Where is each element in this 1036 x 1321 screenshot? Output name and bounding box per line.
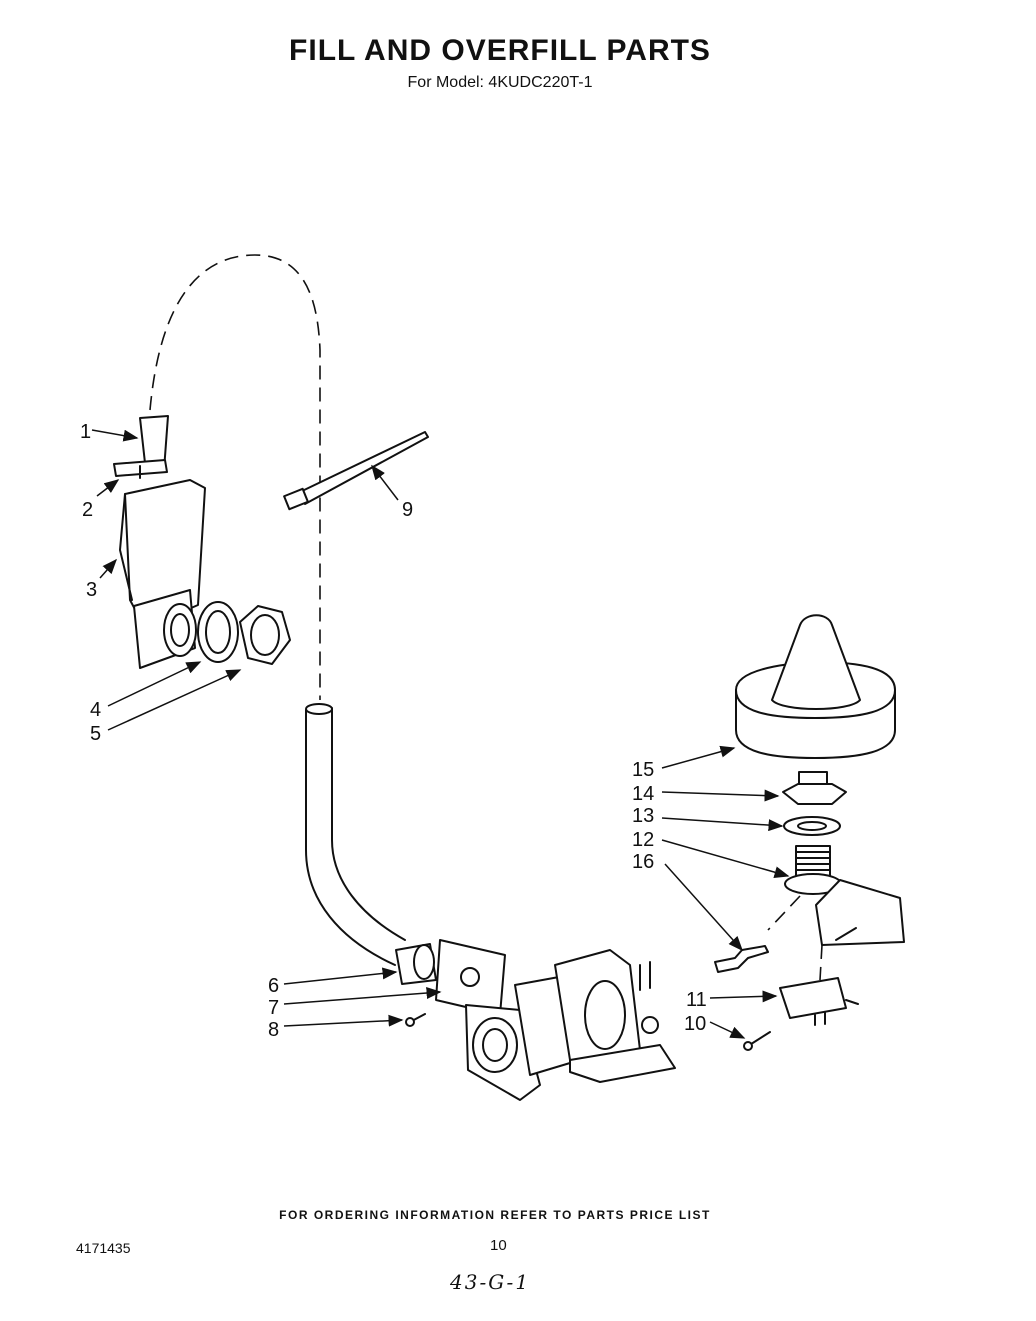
handwritten-code: 43-G-1 — [450, 1270, 531, 1294]
callout-6: 6 — [268, 975, 279, 997]
part-6-connector — [395, 943, 437, 985]
callout-1: 1 — [80, 421, 91, 443]
part-15-float — [735, 614, 896, 759]
callout-12: 12 — [632, 829, 654, 851]
leader-lines — [91, 429, 790, 1039]
callout-7: 7 — [268, 997, 279, 1019]
part-4-gasket — [197, 601, 239, 663]
callout-8: 8 — [268, 1019, 279, 1041]
callout-14: 14 — [632, 783, 654, 805]
callout-9: 9 — [402, 499, 413, 521]
part-2-clamp — [113, 459, 168, 479]
switch-bracket — [767, 879, 905, 981]
callout-16: 16 — [632, 851, 654, 873]
part-12-stem — [784, 845, 842, 895]
callout-10: 10 — [684, 1013, 706, 1035]
part-10-screw — [743, 1031, 771, 1051]
part-13-washer — [783, 816, 841, 836]
ordering-note: FOR ORDERING INFORMATION REFER TO PARTS … — [279, 1208, 711, 1222]
part-14-nut — [782, 771, 847, 805]
part-5-nut — [239, 605, 291, 665]
callout-3: 3 — [86, 579, 97, 601]
inlet-fitting — [163, 603, 197, 657]
part-7-plate — [435, 939, 506, 1016]
fill-hose — [305, 703, 406, 966]
part-16-lever — [714, 945, 769, 973]
page-title: FILL AND OVERFILL PARTS — [289, 34, 711, 67]
callout-13: 13 — [632, 805, 654, 827]
hose-route-dashed — [149, 254, 321, 700]
model-subtitle: For Model: 4KUDC220T-1 — [407, 74, 593, 91]
callout-2: 2 — [82, 499, 93, 521]
callout-numbers: 1 2 3 4 5 6 7 8 9 10 11 12 13 14 15 16 — [80, 421, 707, 1041]
callout-4: 4 — [90, 699, 101, 721]
document-number: 4171435 — [76, 1240, 131, 1256]
water-valve — [465, 949, 676, 1101]
part-9-tie-strap — [283, 431, 429, 511]
page-number: 10 — [490, 1237, 507, 1254]
part-8-screw — [405, 1013, 426, 1027]
callout-15: 15 — [632, 759, 654, 781]
callout-5: 5 — [90, 723, 101, 745]
part-11-switch — [779, 977, 859, 1026]
callout-11: 11 — [686, 989, 707, 1011]
